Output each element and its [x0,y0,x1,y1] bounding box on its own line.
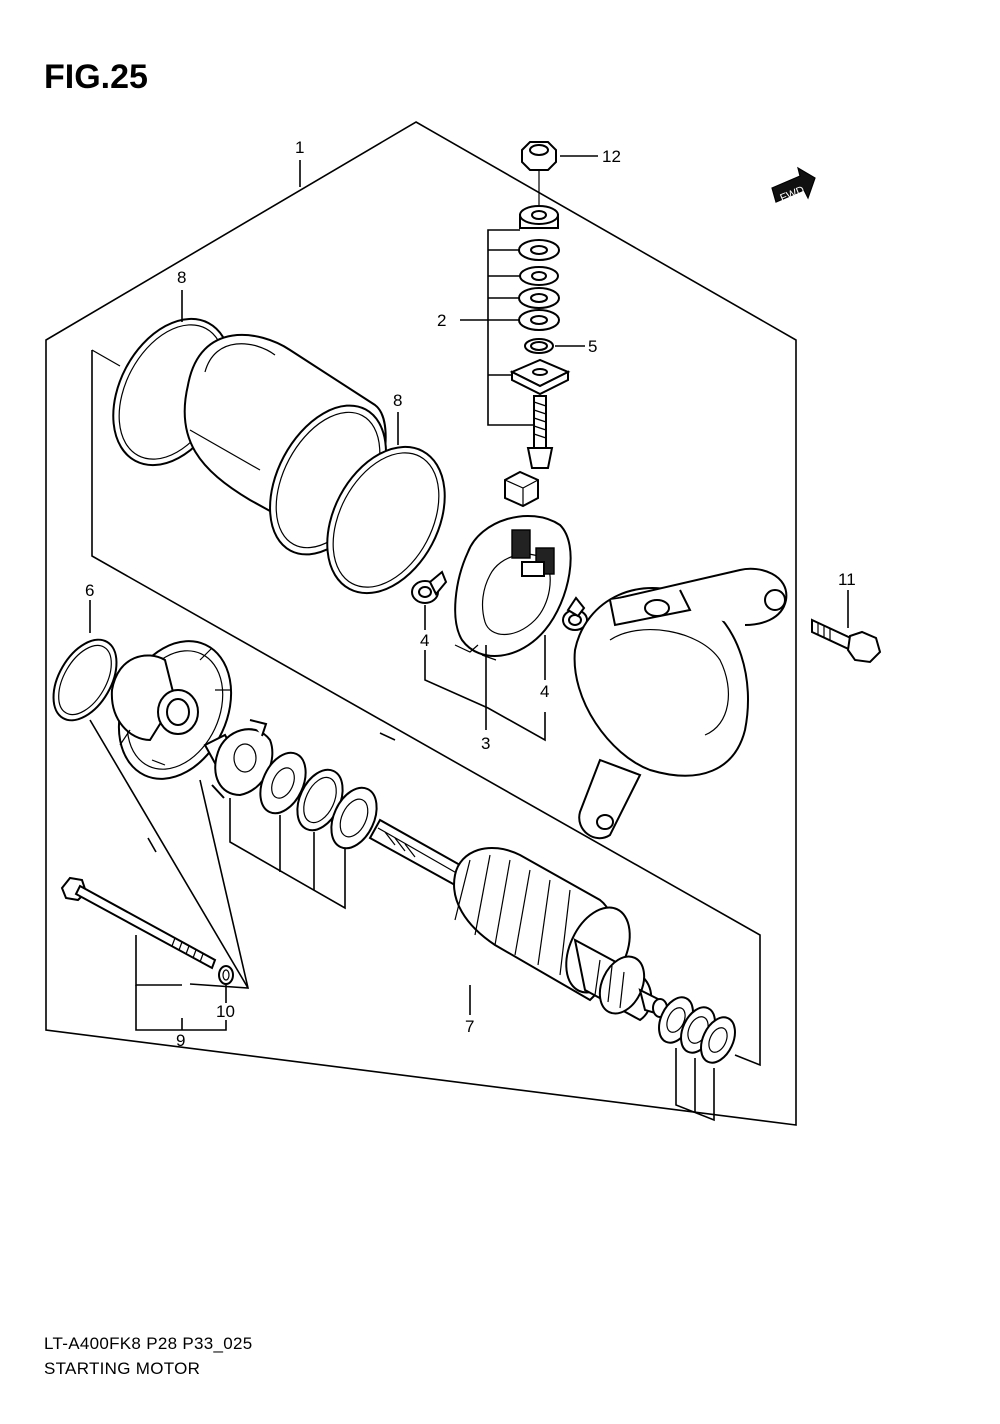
washer-front-3 [330,786,378,850]
callout-1: 1 [295,138,304,157]
callout-6: 6 [85,581,94,600]
callout-11: 11 [838,570,856,589]
callout-2: 2 [437,311,446,330]
bearing-4-left [411,570,448,604]
armature-7 [368,818,668,1022]
washer-stack-2 [518,205,560,331]
diag-bracket [189,779,250,989]
bracket-9b [135,985,227,1031]
rear-housing [573,567,788,840]
bracket-rear-washers [675,1048,715,1122]
bolt-11 [811,618,882,664]
callout-7: 7 [465,1017,474,1036]
terminal-plate [509,358,571,396]
washer-10 [218,965,234,985]
lock-plate [211,719,274,799]
washer-rear-3 [700,1016,736,1064]
figure-title: FIG.25 [44,58,148,96]
bearing-4-right [562,596,588,631]
o-ring-8-lower [326,445,446,595]
model-code: LT-A400FK8 P28 P33_025 [44,1334,253,1353]
bracket-2 [487,229,535,426]
diag-line-front [89,719,249,989]
callout-10: 10 [216,1002,235,1021]
o-ring-5 [524,338,554,354]
bracket-4 [424,650,546,742]
centerline-dash [379,732,396,741]
callout-9: 9 [176,1031,185,1050]
fwd-arrow-icon: FWD [771,166,816,205]
brush-holder-3 [454,515,572,661]
front-housing [110,640,238,780]
through-bolt-9 [60,876,217,970]
callout-5: 5 [588,337,597,356]
callout-8-upper: 8 [177,268,186,287]
assembly-boundary [45,121,797,1126]
callout-8-lower: 8 [393,391,402,410]
callout-4-right: 4 [540,682,549,701]
o-ring-6 [52,638,118,722]
washer-front-1 [259,751,307,815]
centerline-dash [147,837,157,853]
terminal-bolt [526,395,554,469]
callout-3: 3 [481,734,490,753]
callout-12: 12 [602,147,621,166]
group-bracket-side [91,349,121,367]
group-bracket-upper [91,350,761,1067]
nut-12 [521,141,557,171]
carbon-brush [504,470,539,508]
bracket-front-washers [229,798,346,910]
washer-front-2 [296,768,344,832]
figure-name: STARTING MOTOR [44,1359,201,1378]
callout-4-left: 4 [420,631,429,650]
